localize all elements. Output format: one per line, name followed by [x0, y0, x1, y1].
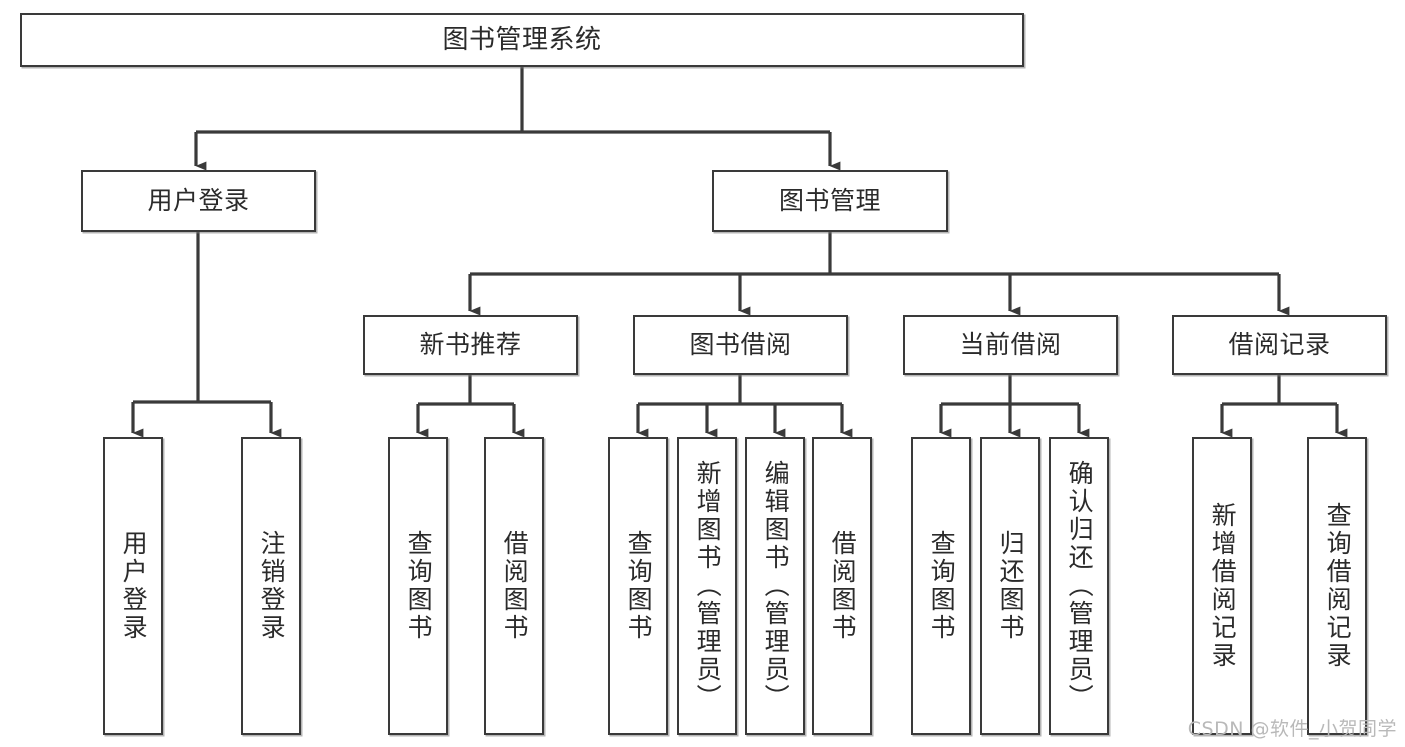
leaf-logout-login[interactable]: 注销登录: [241, 437, 301, 735]
leaf-add-book-admin[interactable]: 新增图书（管理员）: [677, 437, 737, 735]
node-label: 当前借阅: [959, 330, 1062, 360]
node-label: 借阅记录: [1228, 330, 1331, 360]
node-label: 借阅图书: [828, 530, 858, 642]
leaf-user-login[interactable]: 用户登录: [103, 437, 163, 735]
node-label: 图书管理: [778, 186, 881, 216]
leaf-add-borrow-record[interactable]: 新增借阅记录: [1192, 437, 1252, 735]
leaf-query-book-borrow[interactable]: 查询图书: [608, 437, 668, 735]
leaf-query-book-recommend[interactable]: 查询图书: [388, 437, 448, 735]
leaf-borrow-book[interactable]: 借阅图书: [812, 437, 872, 735]
node-new-book-recommend[interactable]: 新书推荐: [363, 315, 578, 375]
node-borrow-record[interactable]: 借阅记录: [1172, 315, 1387, 375]
node-label: 新书推荐: [419, 330, 522, 360]
node-label: 注销登录: [257, 530, 287, 642]
node-label: 查询图书: [404, 530, 434, 642]
node-label: 新增借阅记录: [1208, 502, 1238, 670]
node-label: 新增图书（管理员）: [693, 460, 723, 712]
leaf-edit-book-admin[interactable]: 编辑图书（管理员）: [745, 437, 805, 735]
leaf-return-book[interactable]: 归还图书: [980, 437, 1040, 735]
node-book-management[interactable]: 图书管理: [712, 170, 948, 232]
leaf-query-borrow-record[interactable]: 查询借阅记录: [1307, 437, 1367, 735]
csdn-watermark: CSDN @软件_小贺同学: [1187, 718, 1397, 740]
node-label: 编辑图书（管理员）: [761, 460, 791, 712]
leaf-query-book-current[interactable]: 查询图书: [911, 437, 971, 735]
node-label: 用户登录: [119, 530, 149, 642]
node-label: 图书管理系统: [442, 24, 602, 55]
node-user-login[interactable]: 用户登录: [81, 170, 316, 232]
node-book-borrow[interactable]: 图书借阅: [633, 315, 848, 375]
node-label: 图书借阅: [689, 330, 792, 360]
node-label: 借阅图书: [500, 530, 530, 642]
node-label: 确认归还（管理员）: [1065, 460, 1095, 712]
node-label: 用户登录: [147, 186, 250, 216]
node-label: 查询图书: [927, 530, 957, 642]
leaf-borrow-book-recommend[interactable]: 借阅图书: [484, 437, 544, 735]
node-label: 查询图书: [624, 530, 654, 642]
node-label: 查询借阅记录: [1323, 502, 1353, 670]
node-root-book-management-system[interactable]: 图书管理系统: [20, 13, 1024, 67]
leaf-confirm-return-admin[interactable]: 确认归还（管理员）: [1049, 437, 1109, 735]
node-current-borrow[interactable]: 当前借阅: [903, 315, 1118, 375]
node-label: 归还图书: [996, 530, 1026, 642]
